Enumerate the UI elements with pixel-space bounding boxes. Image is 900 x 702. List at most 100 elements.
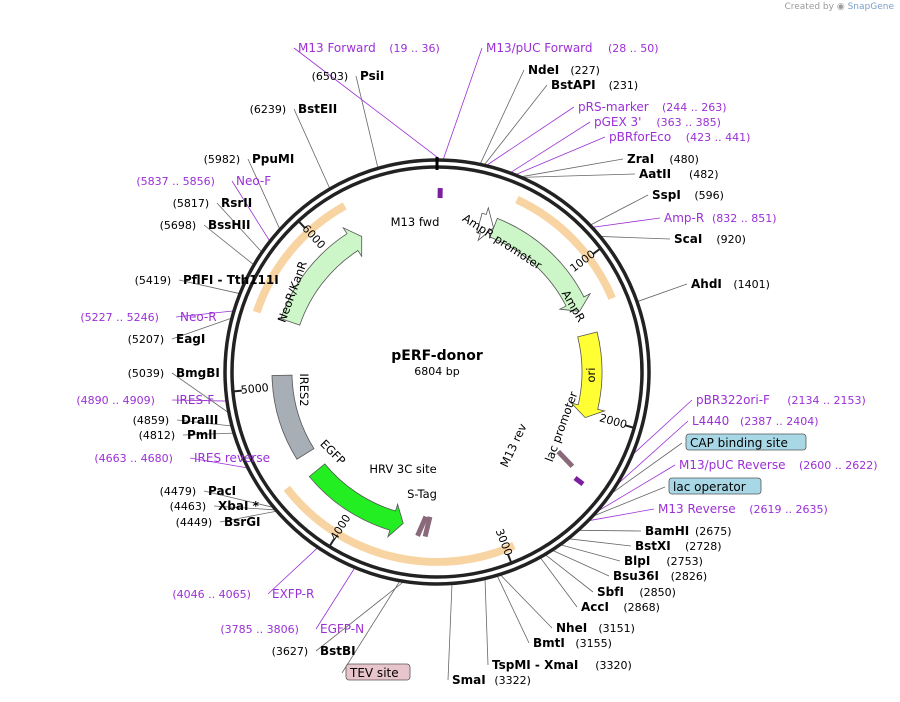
label-name: BssHII (208, 218, 250, 232)
site-label-ndei[interactable]: NdeI(227) (528, 63, 600, 77)
label-coord: (2600 .. 2622) (799, 459, 878, 472)
label-name: Amp-R (664, 211, 704, 225)
label-coord: (5817) (173, 197, 210, 210)
leader-line (551, 549, 610, 577)
leader-line (609, 442, 683, 495)
label-name: AhdI (691, 277, 722, 291)
feature-label: M13 rev (497, 421, 529, 469)
site-label-sspi[interactable]: SspI(596) (652, 188, 724, 202)
feature-m13-rev[interactable] (573, 475, 585, 487)
site-label-scai[interactable]: ScaI(920) (674, 232, 746, 246)
leader-line (595, 464, 676, 513)
feature-ampr-promoter[interactable] (476, 206, 494, 242)
leader-line (315, 567, 356, 630)
feature-lac-promoter[interactable] (556, 449, 575, 469)
label-name: AatII (639, 167, 671, 181)
site-label-pbr322ori-f[interactable]: pBR322ori-F(2134 .. 2153) (696, 393, 866, 407)
site-label-zrai[interactable]: ZraI (480) (627, 152, 699, 166)
label-coord: (2619 .. 2635) (749, 503, 828, 516)
site-label-amp-r[interactable]: Amp-R(832 .. 851) (664, 211, 777, 225)
site-label-bsu36i[interactable]: Bsu36I(2826) (613, 569, 707, 583)
site-label-bstxi[interactable]: BstXI(2728) (635, 539, 722, 553)
label-name: CAP binding site (690, 436, 788, 450)
site-label-cap-binding-site[interactable]: CAP binding site (685, 433, 807, 451)
label-name: BmtI (533, 636, 565, 650)
site-label-m13-reverse[interactable]: M13 Reverse(2619 .. 2635) (658, 502, 828, 516)
site-label-exfp-r[interactable]: EXFP-R(4046 .. 4065) (172, 587, 314, 601)
site-label-neo-r[interactable]: Neo-R (5227 .. 5246) (80, 310, 216, 324)
site-label-bstbi[interactable]: BstBI(3627) (272, 644, 356, 658)
site-label-draiii[interactable]: DraIII(4859) (133, 413, 219, 427)
site-label-bamhi[interactable]: BamHI(2675) (645, 524, 732, 538)
label-name: ZraI (627, 152, 654, 166)
site-label-eagi[interactable]: EagI(5207) (128, 332, 206, 346)
site-label-l4440[interactable]: L4440(2387 .. 2404) (692, 414, 819, 428)
site-label-bsteii[interactable]: BstEII(6239) (250, 102, 338, 116)
leader-line (591, 217, 661, 228)
site-label-bsshii[interactable]: BssHII (5698) (160, 218, 251, 232)
feature-s-tag[interactable] (415, 515, 429, 537)
leader-line (599, 236, 671, 240)
label-name: Neo-R (180, 310, 217, 324)
site-label-pmli[interactable]: PmlI(4812) (139, 428, 217, 442)
label-name: SmaI (452, 673, 486, 687)
site-label-acci[interactable]: AccI(2868) (581, 600, 660, 614)
feature-neor-kanr[interactable] (280, 226, 363, 326)
site-label-neo-f[interactable]: Neo-F(5837 .. 5856) (136, 174, 271, 188)
site-label-pbrforeco[interactable]: pBRforEco(423 .. 441) (609, 130, 750, 144)
ruler-tick (507, 554, 513, 564)
site-label-ahdi[interactable]: AhdI (1401) (691, 277, 770, 291)
site-label-bmgbi[interactable]: BmgBI(5039) (128, 366, 220, 380)
site-label-bsrgi[interactable]: BsrGI(4449) (176, 515, 261, 529)
site-label-ires-reverse[interactable]: IRES reverse(4663 .. 4680) (94, 451, 270, 465)
feature-ires2[interactable] (271, 374, 315, 460)
site-label-smai[interactable]: SmaI(3322) (452, 673, 531, 687)
label-coord: (4812) (139, 429, 176, 442)
label-coord: (4859) (133, 414, 170, 427)
site-label-rsrii[interactable]: RsrII(5817) (173, 196, 253, 210)
site-label-blpi[interactable]: BlpI(2753) (624, 554, 703, 568)
feature-egfp[interactable] (308, 463, 404, 539)
feature-ori[interactable] (570, 331, 606, 419)
site-label-prs-marker[interactable]: pRS-marker(244 .. 263) (578, 100, 727, 114)
site-label-tspmi-xmai[interactable]: TspMI - XmaI(3320) (492, 658, 632, 672)
site-label-pgex-3[interactable]: pGEX 3'(363 .. 385) (594, 115, 721, 129)
label-coord: (423 .. 441) (686, 131, 751, 144)
site-label-bstapi[interactable]: BstAPI(231) (551, 78, 638, 92)
feature-hrv-3c-site[interactable] (422, 516, 433, 538)
label-coord: (363 .. 385) (656, 116, 721, 129)
feature-label: IRES2 (297, 373, 311, 406)
site-label-paci[interactable]: PacI(4479) (160, 484, 237, 498)
label-coord: (3151) (598, 622, 635, 635)
site-label-aatii[interactable]: AatII(482) (639, 167, 719, 181)
site-label-ppumi[interactable]: PpuMI(5982) (204, 152, 295, 166)
site-label-sbfi[interactable]: SbfI(2850) (597, 585, 676, 599)
leader-line (587, 508, 655, 522)
site-label-xbai[interactable]: XbaI *(4463) (170, 499, 260, 513)
leader-line (447, 583, 453, 681)
leader-line (171, 317, 233, 340)
label-coord: (4449) (176, 516, 213, 529)
label-name: M13/pUC Reverse (679, 458, 786, 472)
site-label-psii[interactable]: PsiI(6503) (312, 69, 385, 83)
label-coord: (5227 .. 5246) (80, 311, 159, 324)
ruler-tick (297, 220, 306, 229)
label-coord: (480) (669, 153, 699, 166)
label-box (668, 477, 762, 495)
site-label-tev-site[interactable]: TEV site (345, 663, 411, 681)
site-label-lac-operator[interactable]: lac operator (668, 477, 762, 495)
leader-line (267, 547, 319, 595)
site-label-m13-forward[interactable]: M13 Forward(19 .. 36) (298, 41, 440, 55)
label-name: EagI (176, 332, 205, 346)
site-label-nhei[interactable]: NheI(3151) (556, 621, 635, 635)
label-coord: (1401) (733, 278, 770, 291)
site-label-m13-puc-reverse[interactable]: M13/pUC Reverse (2600 .. 2622) (679, 458, 878, 472)
site-label-m13-puc-forward[interactable]: M13/pUC Forward(28 .. 50) (486, 41, 659, 55)
site-label-egfp-n[interactable]: EGFP-N(3785 .. 3806) (220, 622, 364, 636)
site-label-bmti[interactable]: BmtI(3155) (533, 636, 612, 650)
site-label-pflfi-tth111i[interactable]: PflFI - Tth111I(5419) (135, 273, 279, 287)
site-label-ires-f[interactable]: IRES-F(4890 .. 4909) (76, 393, 214, 407)
feature-ampr[interactable] (489, 217, 592, 312)
label-coord: (5698) (160, 219, 197, 232)
